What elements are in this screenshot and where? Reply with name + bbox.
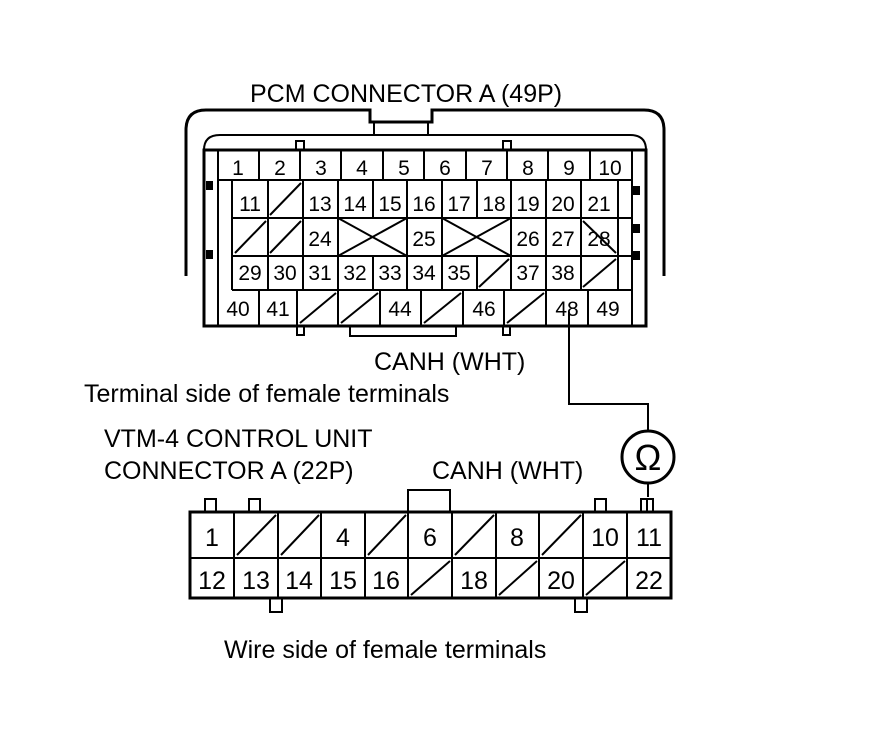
pcm-pin: 10 (598, 157, 621, 180)
pcm-pin: 28 (587, 228, 610, 251)
pcm-pin: 27 (551, 228, 574, 251)
pcm-pin: 17 (447, 193, 470, 216)
vtm4-pin: 14 (285, 567, 313, 595)
vtm4-wire-label: CANH (WHT) (432, 457, 583, 485)
pcm-connector-inner-shell (203, 134, 647, 276)
pcm-wire-label: CANH (WHT) (374, 348, 525, 376)
pcm-pin: 24 (308, 228, 332, 251)
pcm-pin: 30 (273, 262, 296, 285)
pcm-pin: 49 (596, 298, 619, 321)
pcm-pin: 8 (522, 157, 534, 180)
pcm-pin: 48 (555, 298, 578, 321)
pcm-pin: 32 (343, 262, 366, 285)
vtm4-pin: 12 (198, 567, 226, 595)
ohmmeter-icon: Ω (620, 429, 676, 485)
vtm4-pin: 20 (547, 567, 575, 595)
vtm4-pin: 6 (423, 524, 437, 552)
pcm-pin: 7 (481, 157, 493, 180)
pcm-pin: 11 (239, 193, 261, 216)
pcm-pin: 41 (266, 298, 289, 321)
pcm-connector (184, 108, 666, 337)
pcm-pin: 3 (315, 157, 327, 180)
pcm-pin: 2 (274, 157, 286, 180)
pcm-pin: 9 (563, 157, 575, 180)
pcm-pin: 6 (439, 157, 451, 180)
pcm-connector-shell (184, 108, 666, 276)
pcm-pin: 38 (551, 262, 574, 285)
vtm4-pin: 10 (591, 524, 619, 552)
vtm4-connector-body (188, 510, 673, 600)
vtm4-pin: 11 (636, 524, 662, 552)
pcm-connector-latch (373, 122, 429, 134)
pcm-pin: 35 (447, 262, 470, 285)
vtm4-pin: 1 (205, 524, 219, 552)
pcm-connector-title: PCM CONNECTOR A (49P) (250, 80, 562, 108)
pcm-pin: 13 (308, 193, 331, 216)
pcm-pin: 1 (232, 157, 244, 180)
pcm-pin: 44 (388, 298, 412, 321)
pcm-pin: 25 (412, 228, 435, 251)
pcm-pin: 16 (412, 193, 435, 216)
vtm4-pin: 16 (372, 567, 400, 595)
pcm-pin-grid (218, 150, 632, 326)
pcm-pin: 37 (516, 262, 539, 285)
pcm-pin: 20 (551, 193, 574, 216)
pcm-pin: 34 (412, 262, 436, 285)
vtm4-pin: 8 (510, 524, 524, 552)
pcm-pin: 21 (587, 193, 610, 216)
vtm4-pin-labels: 1 4 6 8 10 11 12 13 14 15 16 18 20 22 (198, 524, 663, 595)
vtm4-connector (188, 489, 673, 613)
vtm4-connector-title-line1: VTM-4 CONTROL UNIT (104, 425, 373, 453)
pcm-pin: 15 (378, 193, 401, 216)
pcm-pin: 5 (398, 157, 410, 180)
pcm-side-label: Terminal side of female terminals (84, 380, 449, 408)
vtm4-connector-title-line2: CONNECTOR A (22P) (104, 457, 354, 485)
vtm4-pin: 4 (336, 524, 350, 552)
ohmmeter-symbol: Ω (635, 437, 662, 478)
pcm-pin: 14 (343, 193, 367, 216)
vtm4-pin: 22 (635, 567, 663, 595)
vtm4-pin: 15 (329, 567, 357, 595)
pcm-pin: 31 (308, 262, 331, 285)
pcm-pin: 29 (238, 262, 261, 285)
pcm-pin: 26 (516, 228, 539, 251)
pcm-pin: 4 (356, 157, 368, 180)
vtm4-side-label: Wire side of female terminals (224, 636, 546, 664)
pcm-pin: 33 (378, 262, 401, 285)
vtm4-pin: 18 (460, 567, 488, 595)
pcm-pin: 18 (482, 193, 505, 216)
pcm-pin: 19 (516, 193, 539, 216)
pcm-pin-labels: 1 2 3 4 5 6 7 8 9 10 11 13 14 15 16 17 1… (226, 157, 621, 321)
vtm4-pin: 13 (242, 567, 270, 595)
pcm-pin: 40 (226, 298, 249, 321)
pcm-pin: 46 (472, 298, 495, 321)
